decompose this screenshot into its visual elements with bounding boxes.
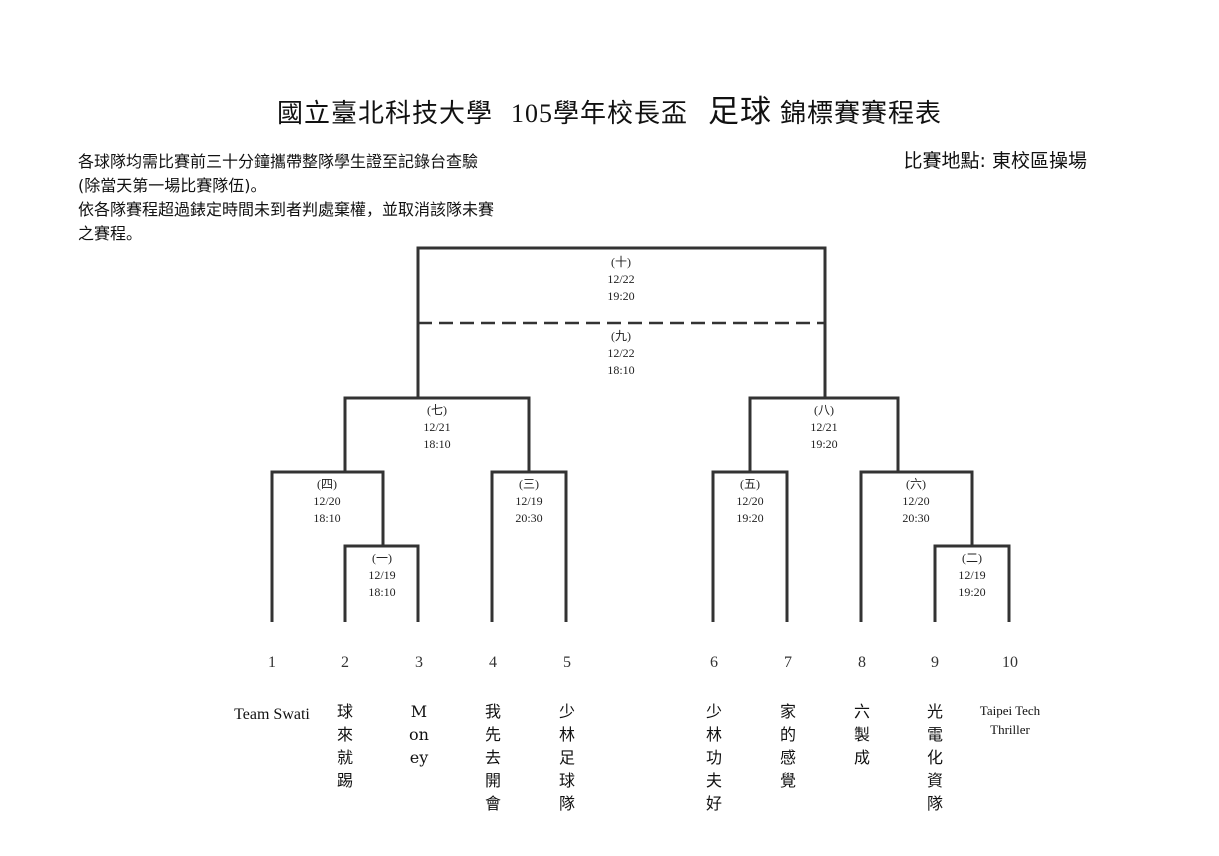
match-time: 18:10 (368, 585, 395, 599)
match-time: 18:10 (607, 363, 634, 377)
bracket-m8 (748, 396, 900, 472)
match-date: 12/19 (368, 568, 395, 582)
bracket-m7 (343, 396, 531, 472)
seed-number: 1 (268, 654, 276, 671)
match-label: (八) (814, 403, 834, 417)
match-time: 18:10 (423, 437, 450, 451)
event-name: 105學年校長盃 (510, 99, 688, 128)
seed-number: 4 (489, 654, 497, 671)
seed-number: 8 (858, 654, 866, 671)
match-label: (九) (611, 329, 631, 343)
match-time: 19:20 (607, 289, 634, 303)
match-time: 19:20 (958, 585, 985, 599)
team-name: 六製成 (853, 702, 870, 767)
match-date: 12/22 (607, 272, 634, 286)
team-name: 球來就踢 (336, 702, 353, 790)
match-date: 12/20 (313, 494, 340, 508)
notice-text: 各球隊均需比賽前三十分鐘攜帶整隊學生證至記錄台查驗 (除當天第一場比賽隊伍)。 … (78, 150, 498, 246)
venue-label: 比賽地點: 東校區操場 (903, 150, 1087, 172)
team-name: Team Swati (234, 706, 310, 723)
match-label: (七) (427, 403, 447, 417)
match-label: (十) (611, 255, 631, 269)
team-name: Taipei Tech Thriller (979, 703, 1041, 737)
seed-number: 2 (341, 654, 349, 671)
notice-line-2: 依各隊賽程超過錶定時間未到者判處棄權，並取消該隊未賽之賽程。 (78, 200, 495, 243)
seed-number: 7 (784, 654, 792, 671)
bracket-m5 (711, 470, 789, 622)
match-label: (二) (962, 551, 982, 565)
team-name: 少林功夫好 (705, 702, 722, 813)
match-date: 12/19 (958, 568, 985, 582)
bracket-m3 (490, 470, 568, 622)
seed-number: 9 (931, 654, 939, 671)
title-suffix: 錦標賽賽程表 (780, 99, 943, 128)
team-name: 我先去開會 (484, 702, 501, 813)
team-name: 光電化資隊 (926, 702, 943, 813)
match-date: 12/20 (736, 494, 763, 508)
seed-number: 5 (563, 654, 571, 671)
seed-number: 10 (1002, 654, 1018, 671)
match-date: 12/22 (607, 346, 634, 360)
bracket-m4 (270, 470, 385, 622)
team-name: 少林足球隊 (558, 702, 575, 813)
match-label: (三) (519, 477, 539, 491)
team-name: 家的感覺 (779, 702, 796, 790)
seed-number: 3 (415, 654, 423, 671)
school-name: 國立臺北科技大學 (276, 99, 493, 128)
match-date: 12/21 (810, 420, 837, 434)
bracket-m2 (933, 544, 1011, 622)
match-date: 12/19 (515, 494, 542, 508)
bracket-m1 (343, 544, 420, 622)
match-date: 12/20 (902, 494, 929, 508)
match-label: (五) (740, 477, 760, 491)
page-title: 國立臺北科技大學 105學年校長盃足球錦標賽賽程表 (0, 86, 1219, 131)
bracket-lines (270, 246, 1011, 622)
match-time: 18:10 (313, 511, 340, 525)
notice-line-1: 各球隊均需比賽前三十分鐘攜帶整隊學生證至記錄台查驗 (除當天第一場比賽隊伍)。 (78, 152, 479, 195)
seed-number: 6 (710, 654, 718, 671)
match-label: (一) (372, 551, 392, 565)
match-label: (四) (317, 477, 337, 491)
match-time: 20:30 (515, 511, 542, 525)
match-time: 20:30 (902, 511, 929, 525)
match-time: 19:20 (736, 511, 763, 525)
match-label: (六) (906, 477, 926, 491)
team-name: Money (409, 702, 429, 767)
sport-name: 足球 (708, 94, 772, 129)
match-date: 12/21 (423, 420, 450, 434)
bracket-m6 (859, 470, 974, 622)
match-time: 19:20 (810, 437, 837, 451)
